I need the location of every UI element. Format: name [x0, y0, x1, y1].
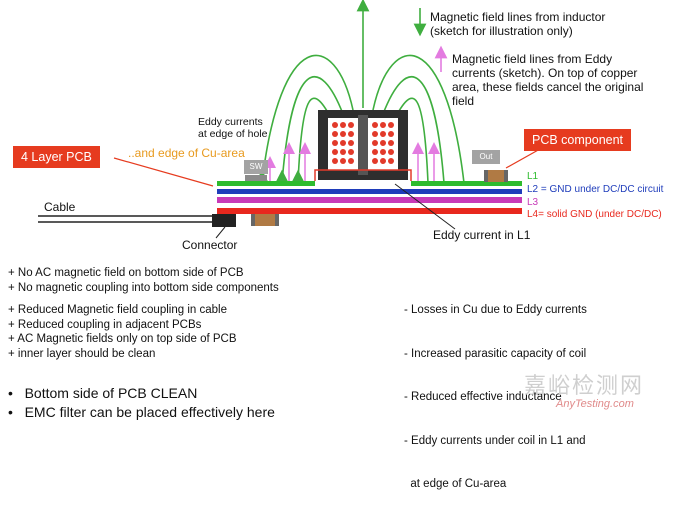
inductor-field-lines	[255, 0, 465, 184]
eddy-field-arrows	[264, 142, 440, 183]
pcb-4layer-label: 4 Layer PCB	[13, 146, 100, 168]
eddy-cu-area-label: ..and edge of Cu-area	[128, 146, 245, 160]
list-item: - Losses in Cu due to Eddy currents	[404, 304, 587, 316]
inductor	[314, 110, 412, 183]
layer-l3-label: L3	[527, 197, 539, 208]
sw-label: SW	[244, 160, 268, 174]
layer-l1-label: L1	[527, 171, 539, 182]
eddy-l1-label: Eddy current in L1	[433, 228, 531, 242]
list-item: + Reduced Magnetic field coupling in cab…	[8, 304, 227, 316]
list-item: - Reduced effective inductance	[404, 391, 562, 403]
watermark-cn: 嘉峪检测网	[524, 374, 645, 399]
summary-bullets: • Bottom side of PCB CLEAN • EMC filter …	[8, 384, 275, 422]
watermark-en: AnyTesting.com	[556, 398, 634, 410]
bullet-item: • Bottom side of PCB CLEAN	[8, 385, 198, 401]
connector	[212, 214, 236, 227]
pcb-diagram	[38, 0, 541, 239]
list-item: + inner layer should be clean	[8, 347, 156, 360]
list-item: + No magnetic coupling into bottom side …	[8, 281, 279, 294]
layer-l4-label: L4= solid GND (under DC/DC)	[527, 209, 662, 220]
list-item: - Increased parasitic capacity of coil	[404, 347, 587, 360]
layer-l2-label: L2 = GND under DC/DC circuit	[527, 184, 664, 195]
list-item: - Eddy currents under coil in L1 and	[404, 434, 586, 447]
list-item: at edge of Cu-area	[404, 478, 507, 490]
cable-label: Cable	[44, 200, 76, 214]
list-item: + Reduced coupling in adjacent PCBs	[8, 318, 202, 331]
list-item: + AC Magnetic fields only on top side of…	[8, 333, 237, 345]
sw-component	[245, 175, 267, 181]
bottom-component	[251, 214, 279, 226]
list-item: + No AC magnetic field on bottom side of…	[8, 267, 244, 279]
connector-label: Connector	[182, 238, 238, 252]
legend-eddy-text: Magnetic field lines from Eddy currents …	[452, 52, 644, 108]
pcb-component-body	[484, 170, 508, 182]
eddy-hole-label: Eddy currents at edge of hole	[198, 116, 268, 140]
pcb-layers	[217, 181, 522, 214]
benefits-list: + No AC magnetic field on bottom side of…	[8, 266, 279, 361]
bullet-item: • EMC filter can be placed effectively h…	[8, 404, 275, 420]
diagram-canvas: Magnetic field lines from inductor (sket…	[8, 0, 664, 490]
out-label: Out	[472, 150, 500, 164]
legend-inductor-text: Magnetic field lines from inductor (sket…	[430, 10, 606, 38]
pcb-component-label: PCB component	[524, 129, 632, 151]
